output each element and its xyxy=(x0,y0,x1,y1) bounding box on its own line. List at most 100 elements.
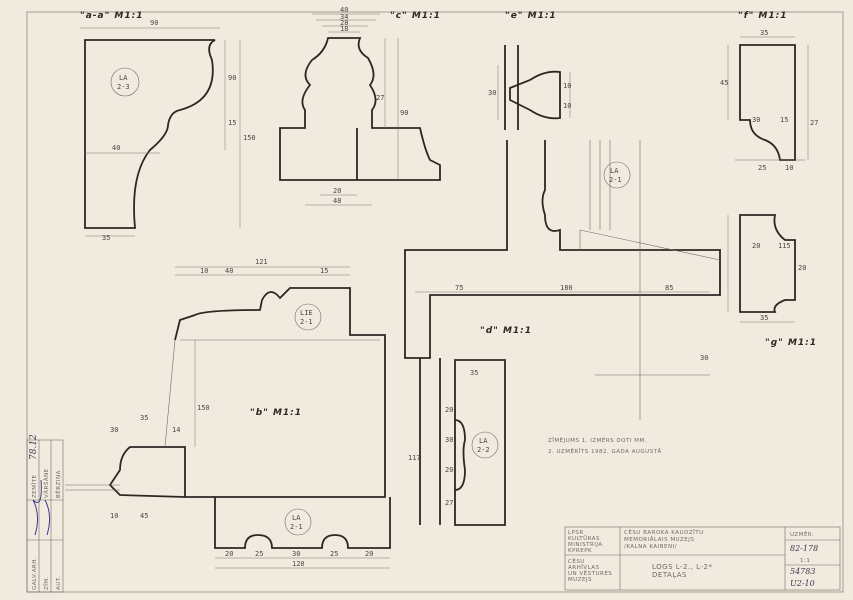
dimension: 90 xyxy=(400,109,408,117)
tag-text: LA xyxy=(119,74,128,82)
dimension: 25 xyxy=(255,550,263,558)
dimension: 35 xyxy=(140,414,148,422)
stage-text: UZMĒR. xyxy=(790,531,814,538)
dimension: 35 xyxy=(760,314,768,322)
dimension: 115 xyxy=(778,242,791,250)
tag-text: 2-1 xyxy=(300,318,313,326)
tag-text: 2-1 xyxy=(290,523,303,531)
dimension: 117 xyxy=(408,454,421,462)
dimension: 120 xyxy=(292,560,305,568)
section-c-profile: 40 34 28 18 27 90 20 48 xyxy=(279,6,441,206)
dimension: 30 xyxy=(700,354,708,362)
section-a-profile: LA 2-3 90 90 40 150 35 15 xyxy=(80,19,256,242)
dimension: 90 xyxy=(150,19,158,27)
section-label: "e" M1:1 xyxy=(505,11,557,21)
dimension: 27 xyxy=(810,119,818,127)
section-g-profile: 20 115 20 35 xyxy=(727,214,806,323)
dimension: 40 xyxy=(225,267,233,275)
tag-text: LA xyxy=(610,167,619,175)
dimension: 20 xyxy=(225,550,233,558)
dimension: 14 xyxy=(172,426,180,434)
object-text: CĒSU xyxy=(568,558,585,565)
dimension: 20 xyxy=(365,550,373,558)
dimension: 10 xyxy=(563,82,571,90)
dimension: 30 xyxy=(110,426,118,434)
section-label: "d" M1:1 xyxy=(480,326,532,336)
dimension: 45 xyxy=(140,512,148,520)
dimension: 15 xyxy=(320,267,328,275)
object-text: MUZEJS xyxy=(568,577,592,583)
section-label: "f" M1:1 xyxy=(738,11,788,21)
section-b-profile: LIE 2-1 121 40 10 15 150 35 30 14 10 45 xyxy=(65,258,386,520)
dimension: 35 xyxy=(760,29,768,37)
dimension: 40 xyxy=(112,144,120,152)
object-text: UN VĒSTURES xyxy=(568,570,612,577)
dimension: 15 xyxy=(228,119,236,127)
signature-stamp: GALV.ARH. ZĪM. AUT. ZEMĪTE VĀRŠĀNE BĒRZI… xyxy=(26,434,64,593)
note-line: ZĪMĒJUMS 1. IZMĒRS DOTI MM. xyxy=(548,437,647,444)
org-text: MINISTRIJA xyxy=(568,542,603,548)
dimension: 34 xyxy=(340,13,348,21)
dimension: 45 xyxy=(720,79,728,87)
note-line: 2. UZMĒRĪTS 1982. GADA AUGUSTĀ xyxy=(548,448,662,455)
org-text: KULTŪRAS xyxy=(568,535,600,542)
dimension: 35 xyxy=(470,369,478,377)
stamp-name: ZEMĪTE xyxy=(31,475,38,498)
dimension: 20 xyxy=(333,187,341,195)
dimension: 28 xyxy=(340,19,348,27)
dimension: 27 xyxy=(445,499,453,507)
section-label: "b" M1:1 xyxy=(250,408,302,418)
object-text: ARHĪVLAS xyxy=(568,564,600,571)
signature xyxy=(44,499,51,536)
signature xyxy=(32,479,42,536)
dimension: 18 xyxy=(340,25,348,33)
dimension: 20 xyxy=(752,242,760,250)
stamp-name: VĀRŠĀNE xyxy=(43,468,50,498)
dimension: 75 xyxy=(455,284,463,292)
dimension: 20 xyxy=(798,264,806,272)
dimension: 40 xyxy=(340,6,348,14)
dimension: 150 xyxy=(197,404,210,412)
tag-text: LA xyxy=(479,437,488,445)
scale-text: 1:1 xyxy=(800,558,810,564)
stamp-date: 78.12 xyxy=(29,434,39,460)
dimension: 20 xyxy=(445,406,453,414)
dimension: 10 xyxy=(110,512,118,520)
title-block: LPSR KULTŪRAS MINISTRIJA KPREPK CĒSU ARH… xyxy=(564,526,841,591)
dimension: 121 xyxy=(255,258,268,266)
drawing-title: DETAĻAS xyxy=(652,571,687,580)
dimension: 20 xyxy=(445,466,453,474)
stamp-role: GALV.ARH. xyxy=(32,557,38,590)
stamp-role: AUT. xyxy=(56,576,62,590)
sheet-border xyxy=(26,11,844,593)
tag-text: LIE xyxy=(300,309,313,317)
dimension: 30 xyxy=(488,89,496,97)
project-text: CĒSU BAROKA KAUDZĪTU xyxy=(624,529,704,536)
la21-profile: LA 2-1 20 25 30 25 20 120 xyxy=(214,497,391,569)
section-label: "c" M1:1 xyxy=(390,11,441,21)
project-text: /KALNA KAIBENI/ xyxy=(624,544,677,550)
tag-text: 2-2 xyxy=(477,446,490,454)
stamp-name: BĒRZIŅA xyxy=(55,470,62,498)
project-text: MEMORIĀLAIS MUZEJS xyxy=(624,536,694,543)
org-text: LPSR xyxy=(568,530,584,536)
dimension: 30 xyxy=(752,116,760,124)
tag-text: 2-1 xyxy=(609,176,622,184)
dimension: 27 xyxy=(376,94,384,102)
dimension: 180 xyxy=(560,284,573,292)
dimension: 150 xyxy=(243,134,256,142)
sheet-number: U2-10 xyxy=(790,579,815,588)
dimension: 85 xyxy=(665,284,673,292)
dimension: 35 xyxy=(102,234,110,242)
dimension: 30 xyxy=(292,550,300,558)
org-text: KPREPK xyxy=(568,548,592,554)
dimension: 48 xyxy=(333,197,341,205)
section-label: "g" M1:1 xyxy=(765,338,817,348)
section-f-profile: 35 45 30 15 27 25 10 xyxy=(720,29,818,172)
dimension: 25 xyxy=(330,550,338,558)
tag-text: LA xyxy=(292,514,301,522)
section-label: "a-a" M1:1 xyxy=(80,11,143,21)
project-number: 82-178 xyxy=(790,544,818,553)
